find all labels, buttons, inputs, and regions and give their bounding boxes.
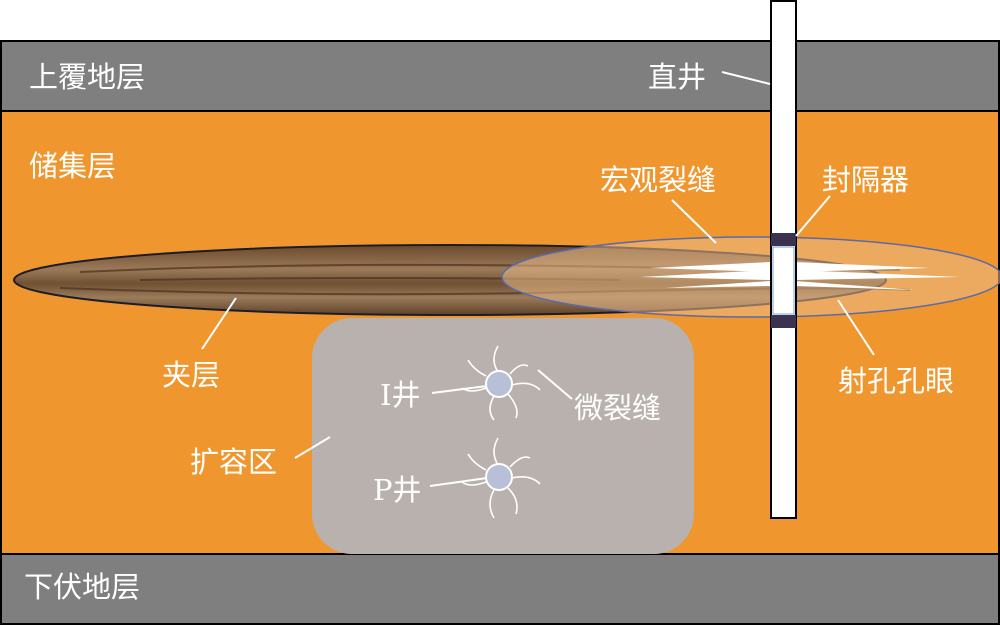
- leader-lines: [201, 71, 875, 487]
- leader-p-well: [429, 477, 488, 487]
- leader-macro-fracture: [671, 199, 717, 244]
- leader-expansion-zone: [294, 436, 331, 459]
- packer-label: 封隔器: [822, 163, 909, 197]
- i-well-label: I井: [380, 378, 420, 412]
- leader-packer: [795, 195, 831, 237]
- interlayer-label: 夹层: [162, 358, 220, 392]
- overburden-layer: [0, 40, 1000, 112]
- underburden-layer: [0, 553, 1000, 625]
- underburden-label: 下伏地层: [24, 570, 140, 604]
- p-well-label: P井: [373, 473, 422, 507]
- p-well-micro-fractures: [461, 437, 541, 519]
- perforation-label: 射孔孔眼: [838, 364, 954, 398]
- micro-fracture-label: 微裂缝: [574, 391, 661, 425]
- expansion-zone-label: 扩容区: [190, 445, 277, 479]
- packer-upper: [771, 233, 796, 246]
- leader-interlayer: [201, 297, 237, 350]
- perforation-segment: [772, 246, 795, 315]
- packer-lower: [771, 315, 796, 328]
- leader-perforation: [837, 299, 875, 356]
- overburden-label: 上覆地层: [29, 60, 145, 94]
- leader-micro-fracture: [537, 369, 573, 400]
- p-well-marker: [485, 463, 513, 491]
- fracture-wings: [640, 262, 960, 290]
- i-well-marker: [485, 370, 513, 398]
- vertical-well-label: 直井: [648, 60, 706, 94]
- expansion-zone: [312, 318, 694, 554]
- leader-vertical-well: [721, 71, 771, 85]
- macro-fracture-label: 宏观裂缝: [600, 163, 716, 197]
- reservoir-label: 储集层: [29, 149, 116, 183]
- leader-i-well: [431, 385, 488, 394]
